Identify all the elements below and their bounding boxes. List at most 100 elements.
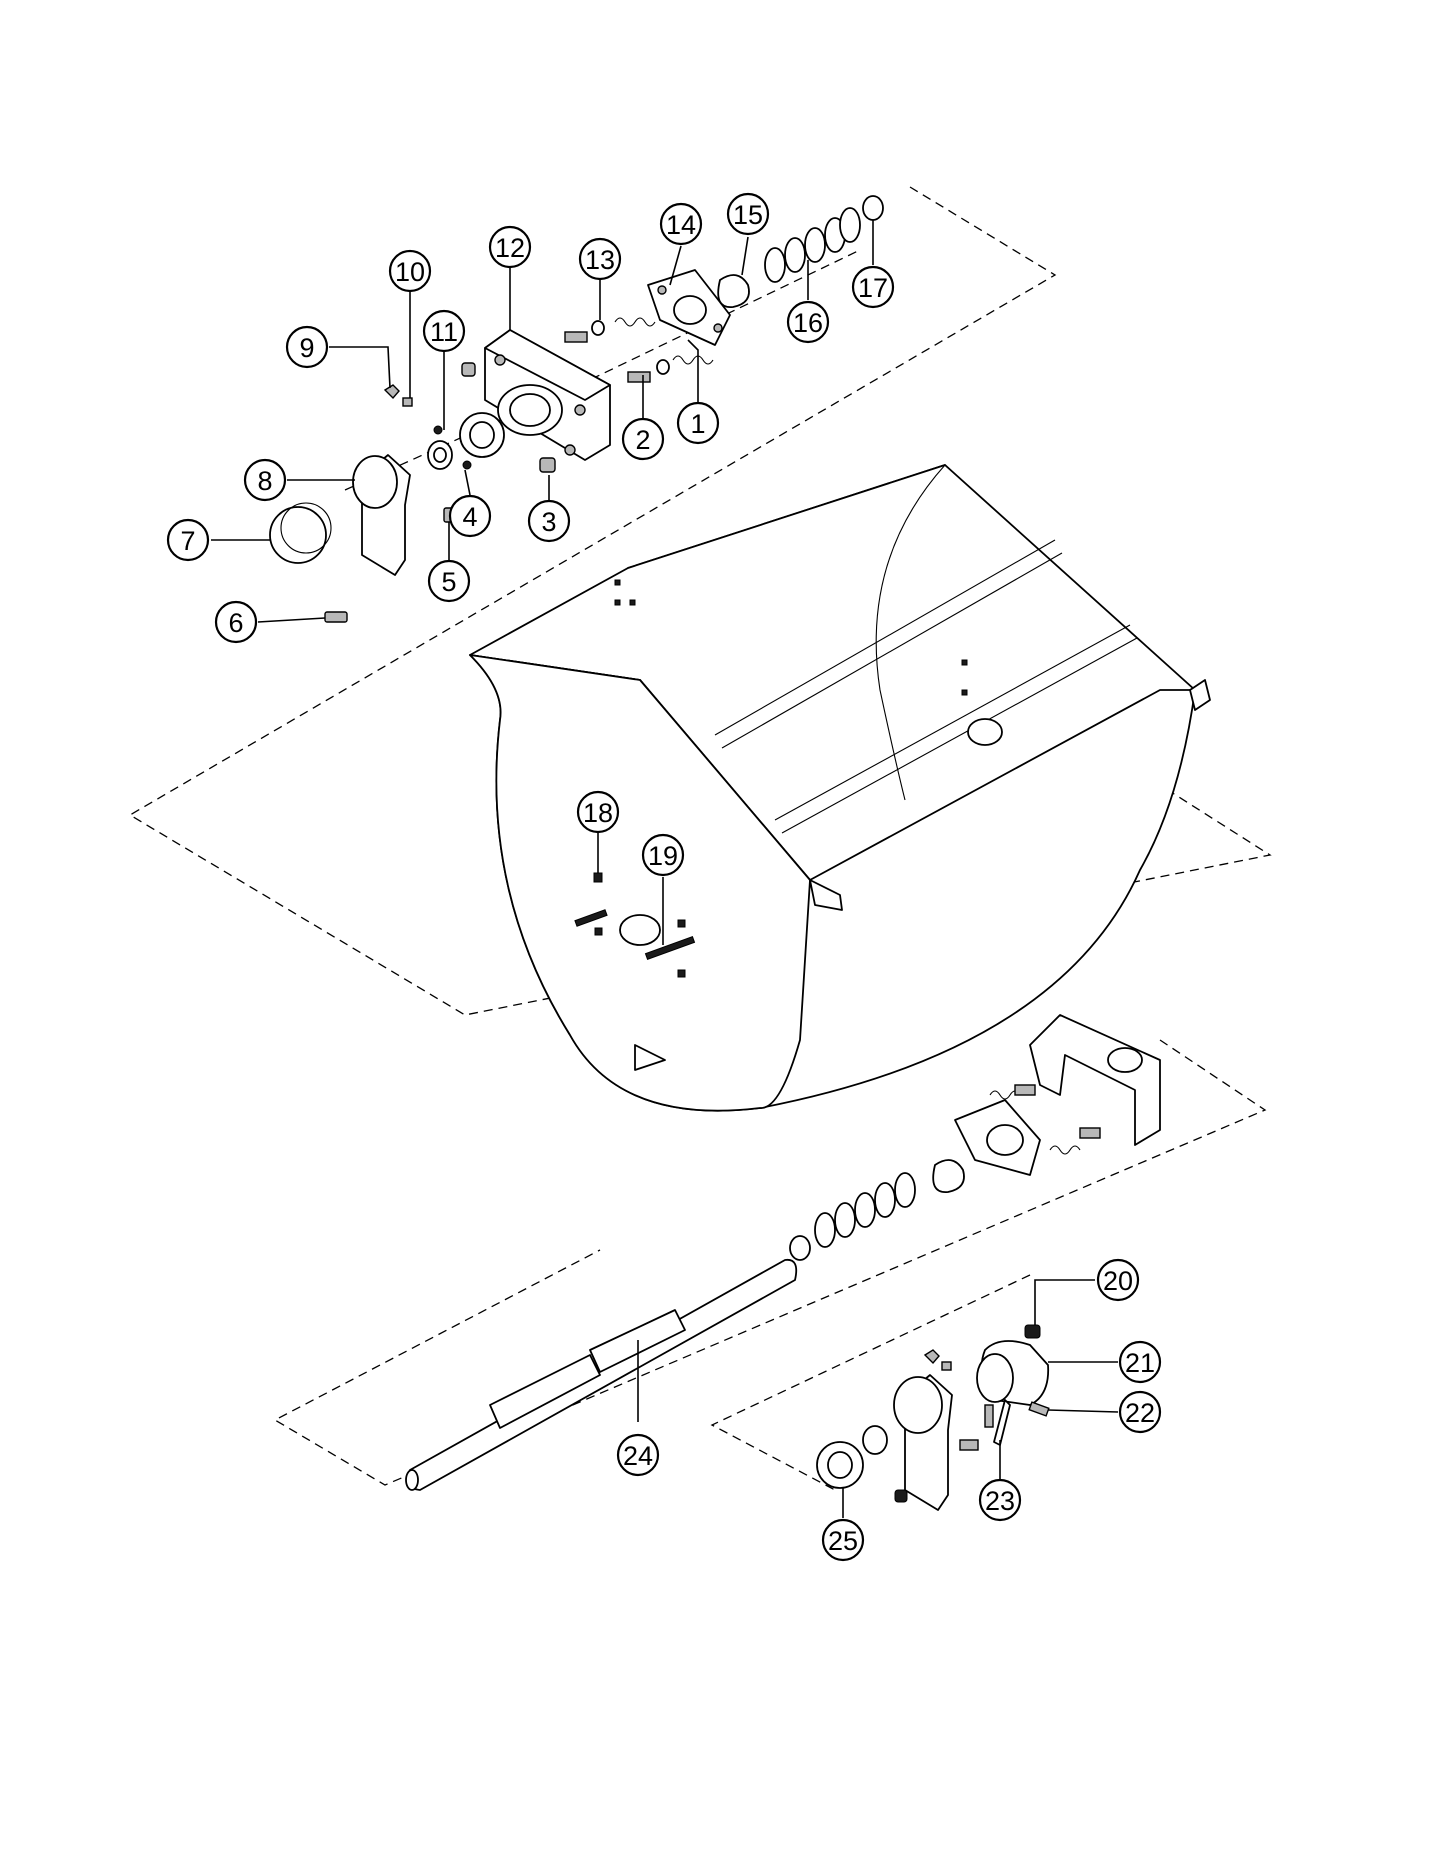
- callout-8-circle: [243, 458, 287, 502]
- callout-16-label: 16: [793, 308, 823, 338]
- callout-6-circle: [214, 600, 258, 644]
- lower-washer: [789, 1235, 811, 1261]
- hopper-rib-1b: [721, 552, 1063, 749]
- part-21-hub-face: [976, 1353, 1014, 1403]
- drum-key-left: [574, 909, 608, 927]
- part-12-nut: [461, 362, 476, 377]
- drum-hopper: [469, 464, 1211, 1112]
- part-19-keys: [574, 909, 696, 978]
- callout-2-circle: [621, 417, 665, 461]
- upper-bearing-assembly: [269, 195, 884, 623]
- drum-shaft-bore: [619, 914, 661, 946]
- callout-7-circle: [166, 518, 210, 562]
- callout-9-label: 9: [299, 333, 314, 363]
- callout-7-label: 7: [180, 526, 195, 556]
- callout-6-label: 6: [228, 608, 243, 638]
- part-18-setscrew: [593, 872, 603, 883]
- part-14-hole-1: [657, 285, 667, 295]
- part-6-bolt: [324, 611, 348, 623]
- callout-8-label: 8: [257, 466, 272, 496]
- hopper-rib-2b: [781, 637, 1138, 834]
- part-12-hole-3: [564, 444, 576, 456]
- part-12-housing-bore-inner: [509, 393, 551, 427]
- callout-6: 6: [214, 600, 258, 644]
- callout-25-label: 25: [828, 1526, 858, 1556]
- callout-3-circle: [527, 499, 571, 543]
- part-2-bolt-lower: [627, 371, 651, 383]
- lower-spring-ring-2: [874, 1182, 896, 1218]
- lower-spring-2: [1049, 1145, 1081, 1155]
- callout-1: 1: [676, 401, 720, 445]
- callout-3-label: 3: [541, 507, 556, 537]
- drum-bolt-hole-1: [614, 579, 621, 586]
- lower-bolt-1: [1014, 1084, 1036, 1096]
- part-13-bolt-upper: [564, 331, 588, 343]
- drum-front-plate: [469, 654, 811, 1112]
- lower-bearing-assembly: [789, 1014, 1161, 1261]
- callout-2-label: 2: [635, 425, 650, 455]
- leader-9: [329, 346, 391, 389]
- part-4-collar-inner: [433, 447, 447, 463]
- hub-bracket-ring: [893, 1376, 943, 1434]
- part-24-shaft: [405, 1258, 798, 1491]
- drum-bolt-hole-2: [614, 599, 621, 606]
- part-1-spring-lower: [672, 355, 714, 365]
- callout-22-circle: [1118, 1390, 1162, 1434]
- part-12-housing-top: [484, 329, 611, 401]
- part-7-end-cap: [269, 506, 327, 564]
- leader-22: [1047, 1409, 1119, 1413]
- callout-11-circle: [422, 309, 466, 353]
- part-23-pin: [984, 1404, 994, 1428]
- callout-3: 3: [527, 499, 571, 543]
- callout-12: 12: [488, 225, 532, 269]
- drum-key-stud-2: [677, 919, 686, 928]
- part-14-flange-bore: [673, 295, 707, 325]
- callout-10-label: 10: [395, 257, 425, 287]
- part-16-spring-ring-2: [784, 237, 806, 273]
- callout-21: 21: [1118, 1340, 1162, 1384]
- drum-tab-right: [1189, 679, 1211, 711]
- callout-19-label: 19: [648, 841, 678, 871]
- hub-nut: [894, 1489, 908, 1503]
- lower-flange-bore: [986, 1124, 1024, 1156]
- callout-4-circle: [448, 494, 492, 538]
- part-12-hole-2: [574, 404, 586, 416]
- leader-4: [464, 469, 471, 496]
- lower-split-collar: [932, 1159, 965, 1193]
- drum-bolt-hole-5: [961, 689, 968, 696]
- callout-12-circle: [488, 225, 532, 269]
- drum-key-stud-1: [594, 927, 603, 936]
- hopper-rib-1: [714, 539, 1056, 736]
- leader-6: [257, 617, 326, 623]
- part-11-setscrew: [433, 425, 443, 435]
- drum-tab-front: [809, 879, 843, 911]
- callout-25: 25: [821, 1518, 865, 1562]
- callout-14-circle: [659, 202, 703, 246]
- lower-bearing-frame: [1029, 1014, 1161, 1146]
- part-13-spring-upper: [614, 317, 656, 327]
- callout-4-label: 4: [462, 502, 477, 532]
- hopper-rib-2: [774, 624, 1131, 821]
- lower-shaft-outline: [273, 1039, 1267, 1486]
- callout-18-circle: [576, 790, 620, 834]
- drum-bolt-hole-3: [629, 599, 636, 606]
- callout-13-circle: [578, 237, 622, 281]
- part-23-arm: [993, 1399, 1011, 1446]
- callout-10: 10: [388, 249, 432, 293]
- callout-1-label: 1: [690, 409, 705, 439]
- lower-spring-ring-5: [814, 1212, 836, 1248]
- callout-23-circle: [978, 1478, 1022, 1522]
- callout-19-circle: [641, 833, 685, 877]
- hub-assembly-outline: [710, 1274, 1031, 1491]
- part-2-washer-lower: [656, 359, 670, 375]
- callout-23: 23: [978, 1478, 1022, 1522]
- callout-18-label: 18: [583, 798, 613, 828]
- callout-18: 18: [576, 790, 620, 834]
- callout-22: 22: [1118, 1390, 1162, 1434]
- drum-rear-bore: [967, 718, 1003, 746]
- callout-9-circle: [285, 325, 329, 369]
- callout-19: 19: [641, 833, 685, 877]
- callout-24-label: 24: [623, 1441, 653, 1471]
- callout-11: 11: [422, 309, 466, 353]
